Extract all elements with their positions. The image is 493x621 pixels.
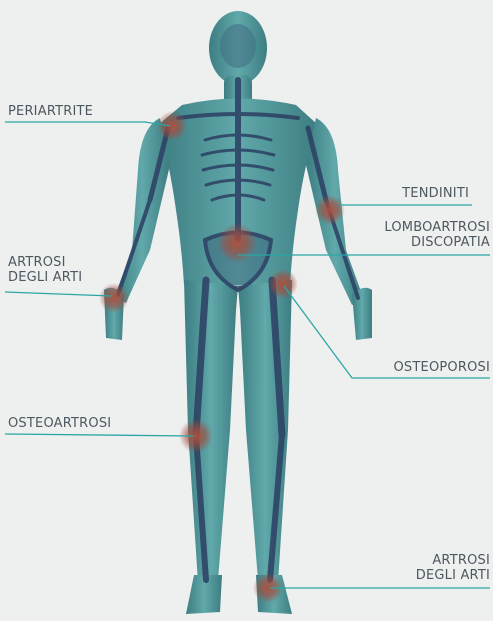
label-artrosi-degli-arti-right: ARTROSI DEGLI ARTI <box>416 553 490 583</box>
label-tendiniti: TENDINITI <box>402 186 469 201</box>
wrist-right-hotspot <box>99 283 129 313</box>
skeleton <box>118 24 358 580</box>
label-artrosi-degli-arti-left: ARTROSI DEGLI ARTI <box>8 255 82 285</box>
shoulder-right-hotspot <box>157 111 187 141</box>
leader-osteoartrosi <box>5 434 194 436</box>
pelvis-hotspot <box>217 223 257 263</box>
label-periartrite: PERIARTRITE <box>8 104 93 119</box>
elbow-left-hotspot <box>315 195 345 225</box>
label-osteoartrosi: OSTEOARTROSI <box>8 416 111 431</box>
label-lomboartrosi-discopatia: LOMBOARTROSI DISCOPATIA <box>384 220 490 250</box>
leader-periartrite <box>5 122 170 126</box>
hip-left-hotspot <box>268 269 298 299</box>
leader-artrosi-arti-left <box>5 292 112 296</box>
label-osteoporosi: OSTEOPOROSI <box>394 360 491 375</box>
